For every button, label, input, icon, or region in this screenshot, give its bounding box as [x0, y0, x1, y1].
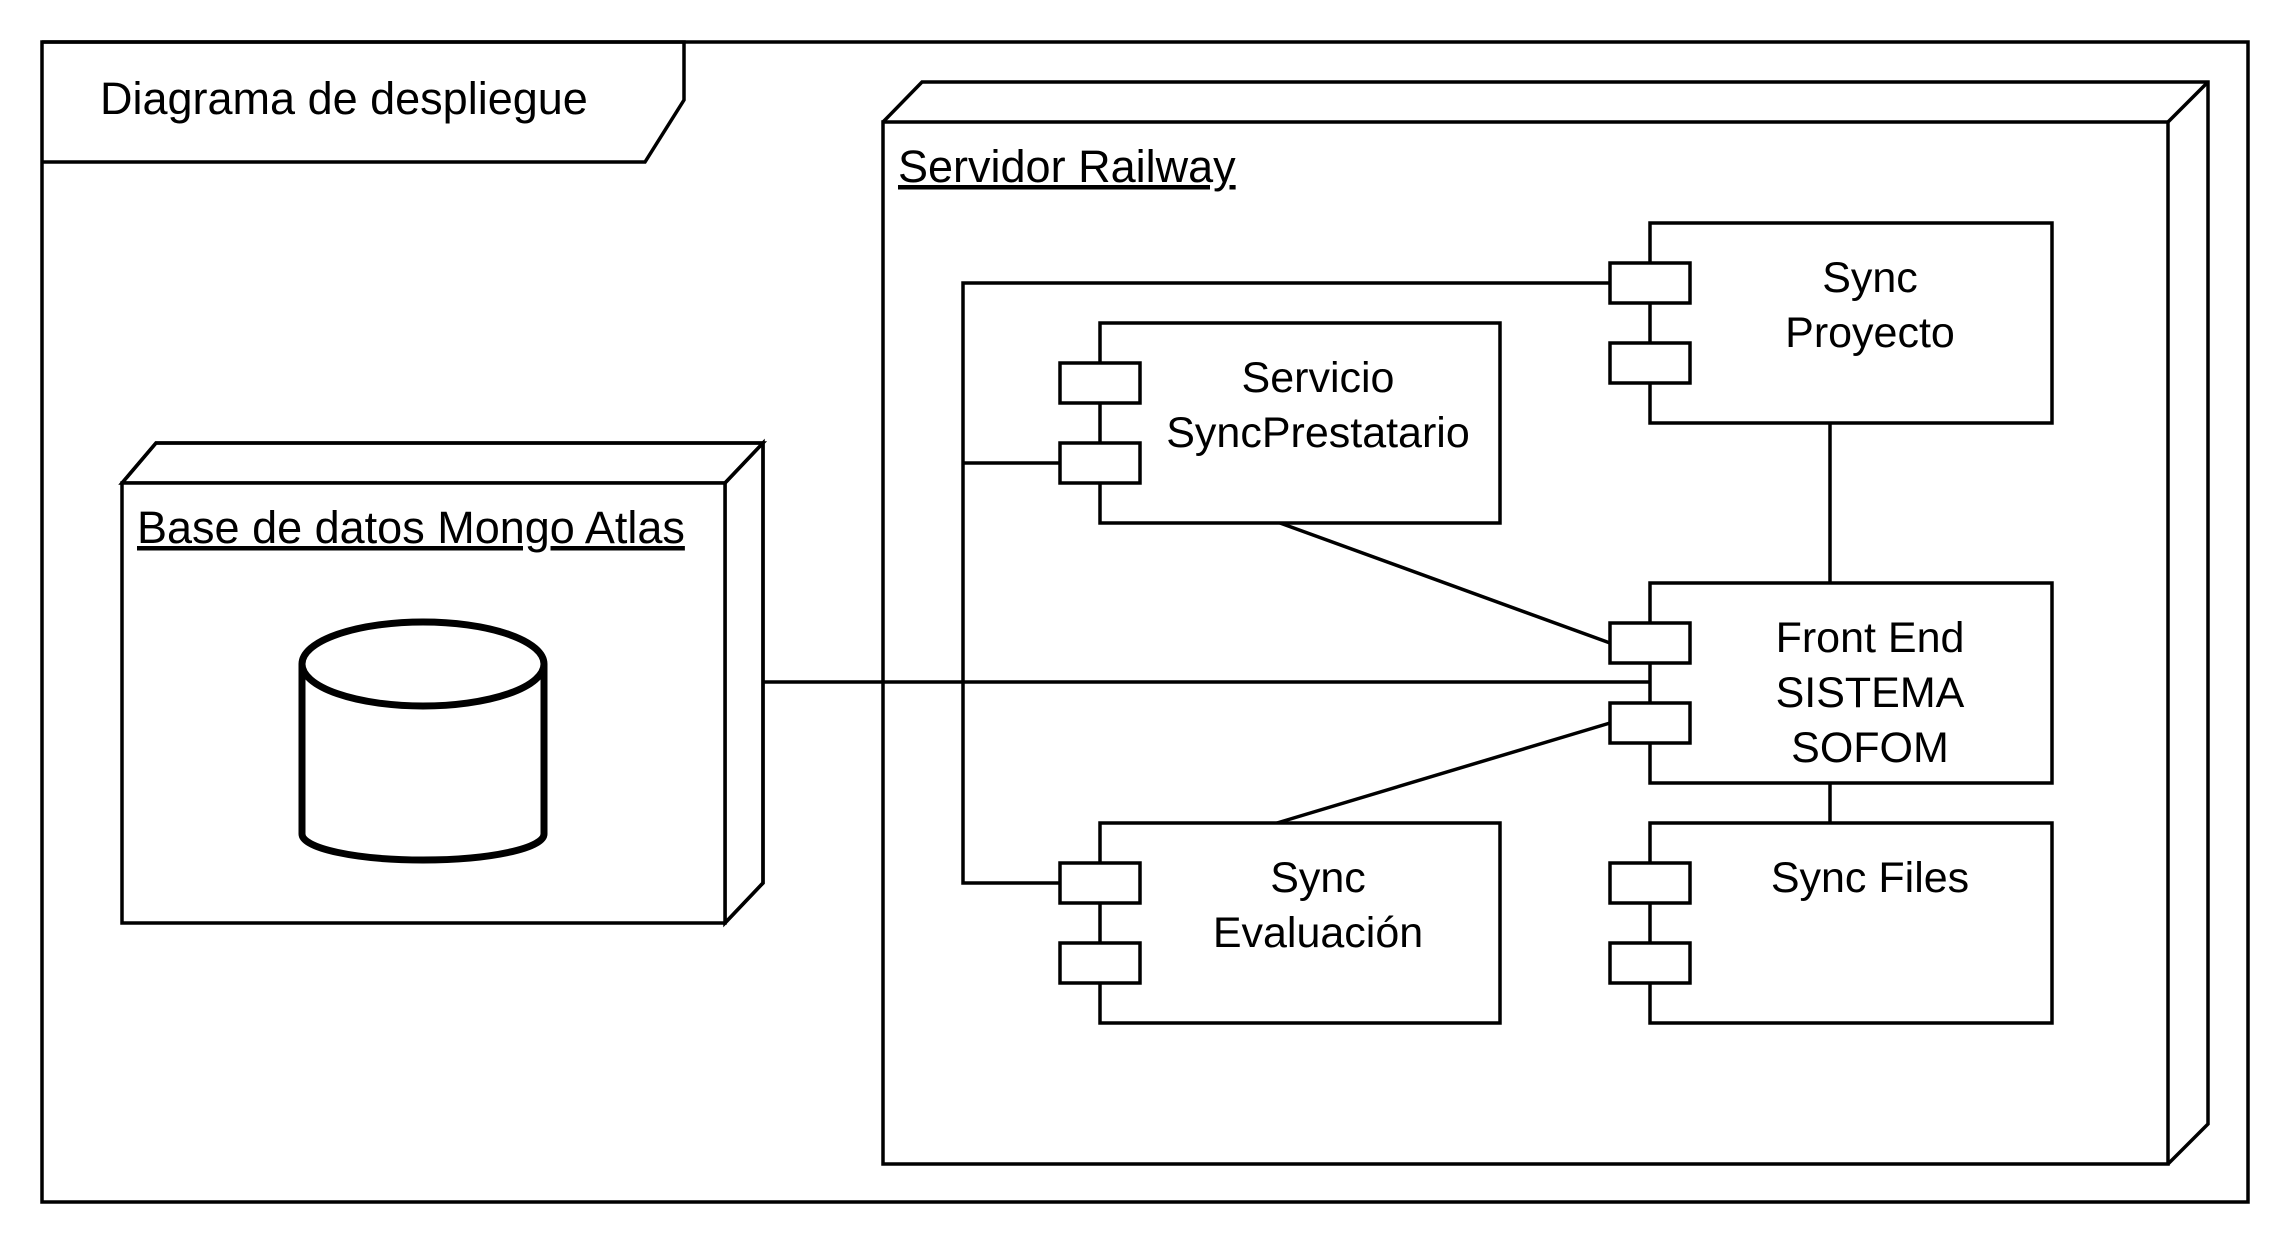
connectors: [763, 281, 1832, 885]
port-bottom: [1058, 441, 1142, 485]
diagram-frame: Diagrama de despliegue: [40, 40, 2250, 1204]
database-node[interactable]: Base de datos Mongo Atlas: [118, 438, 768, 928]
component-label-line: Sync: [1270, 854, 1366, 902]
connector-evaluacion-frontend: [1276, 721, 1611, 825]
component-label-line: SOFOM: [1791, 724, 1949, 772]
component-sync-files[interactable]: Sync Files: [1608, 821, 2054, 1025]
connector-prestatario-frontend: [1279, 521, 1611, 645]
database-cylinder-icon: [298, 618, 548, 864]
port-bottom: [1608, 701, 1692, 745]
connector-bus: [961, 281, 1610, 885]
component-label-line: Sync Files: [1771, 854, 1969, 902]
component-label-line: Servicio: [1242, 354, 1395, 402]
port-top: [1058, 861, 1142, 905]
port-bottom: [1608, 341, 1692, 385]
frame-title: Diagrama de despliegue: [100, 73, 588, 124]
component-label-line: SyncPrestatario: [1166, 409, 1470, 457]
component-label-line: SISTEMA: [1776, 669, 1965, 717]
port-bottom: [1058, 941, 1142, 985]
port-top: [1608, 261, 1692, 305]
component-label-line: Front End: [1776, 614, 1965, 662]
component-front-end[interactable]: Front End SISTEMA SOFOM: [1608, 581, 2054, 785]
component-label-line: Sync: [1822, 254, 1918, 302]
port-bottom: [1608, 941, 1692, 985]
component-sync-evaluacion[interactable]: Sync Evaluación: [1058, 821, 1502, 1025]
database-node-title: Base de datos Mongo Atlas: [137, 502, 685, 553]
server-node-title: Servidor Railway: [898, 141, 1236, 192]
component-sync-proyecto[interactable]: Sync Proyecto: [1608, 221, 2054, 425]
port-top: [1608, 621, 1692, 665]
port-top: [1608, 861, 1692, 905]
component-servicio-sync-prestatario[interactable]: Servicio SyncPrestatario: [1058, 321, 1502, 525]
component-label-line: Evaluación: [1213, 909, 1423, 957]
port-top: [1058, 361, 1142, 405]
component-label-line: Proyecto: [1785, 309, 1955, 357]
